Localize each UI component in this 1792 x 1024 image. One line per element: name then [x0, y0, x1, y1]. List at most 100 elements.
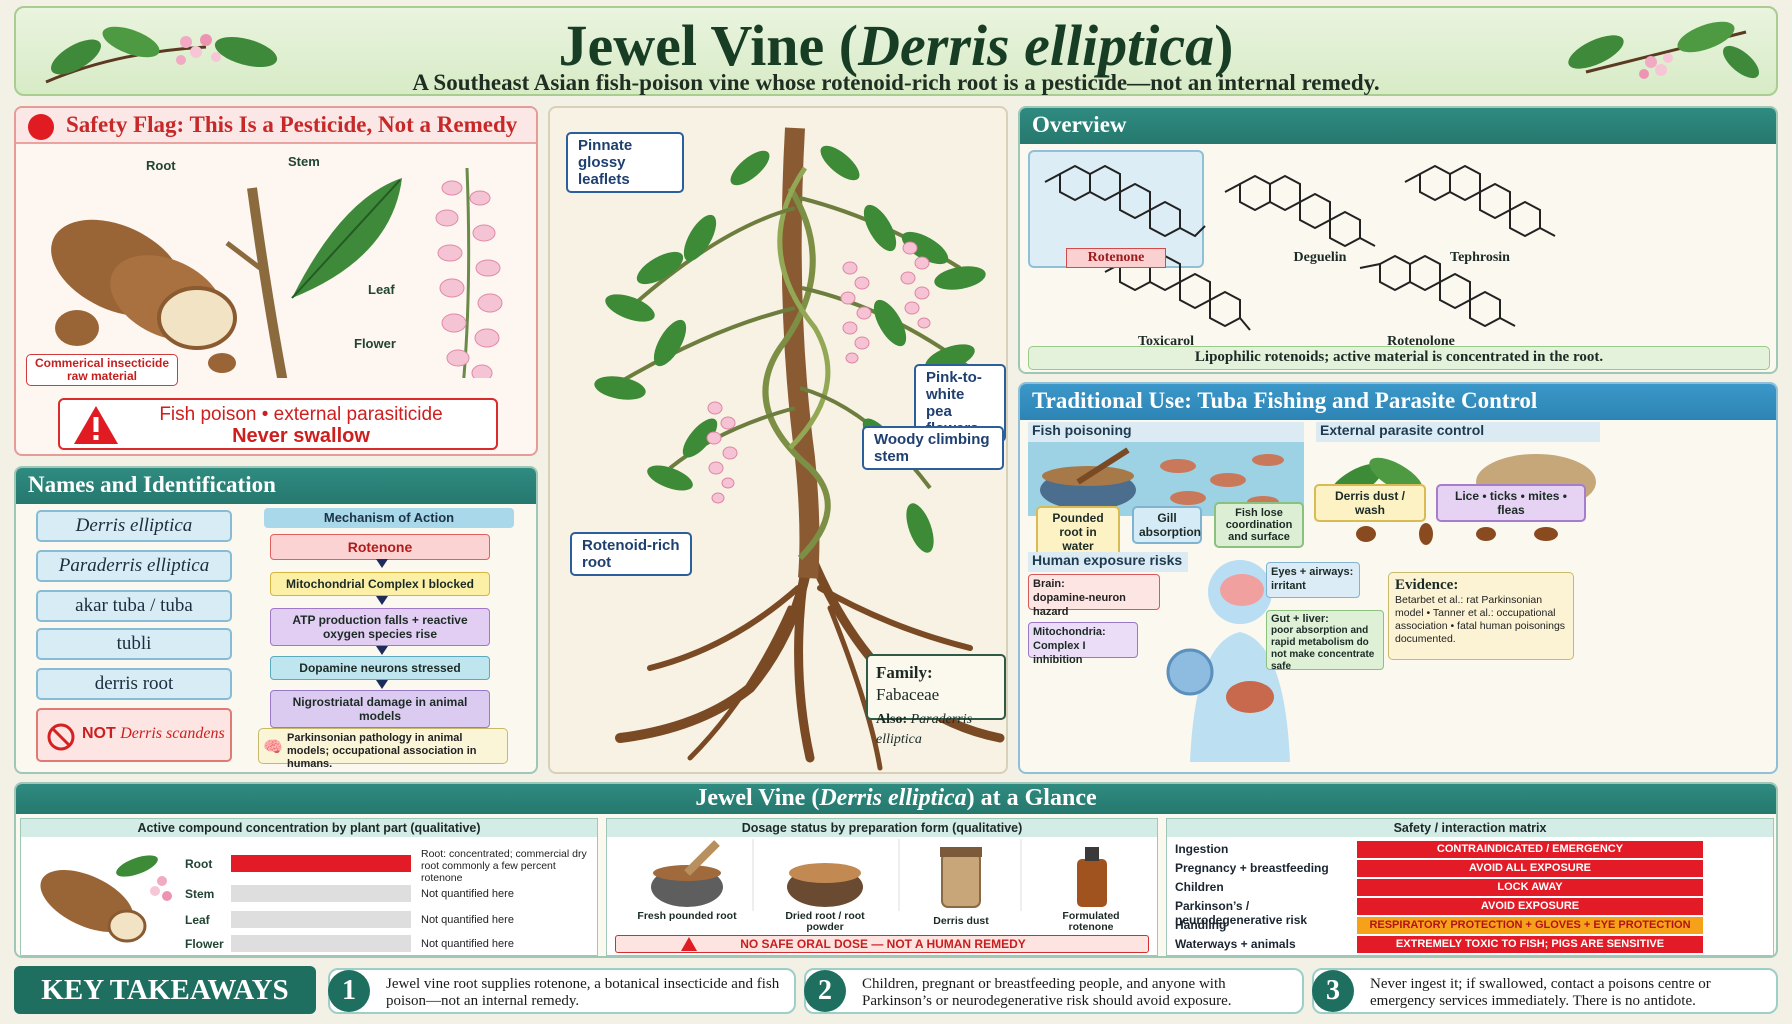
red-dot-icon	[28, 114, 54, 140]
safety-flag-title: Safety Flag: This Is a Pesticide, Not a …	[16, 108, 536, 144]
part-label: Flower	[185, 937, 224, 951]
compound-toxicarol: Toxicarol	[1137, 334, 1194, 349]
label-leaf: Leaf	[368, 282, 395, 297]
concentration-bar-leaf	[231, 911, 411, 928]
fish-step-gill-absorption: Gill absorption	[1132, 506, 1202, 544]
plant-illustration-panel: Pinnate glossy leaflets Pink-to-white pe…	[548, 106, 1008, 774]
family-box: Family: Fabaceae Also: Paraderris ellipt…	[866, 654, 1006, 747]
warning-triangle-icon	[74, 406, 118, 444]
not-derris-scandens-box: NOT Derris scandens	[36, 708, 232, 762]
takeaway-item: 2 Children, pregnant or breastfeeding pe…	[804, 968, 1304, 1014]
traditional-use-panel: Traditional Use: Tuba Fishing and Parasi…	[1018, 382, 1778, 774]
jewel-vine-illustration	[594, 127, 1005, 771]
matrix-row-label: Handling	[1175, 918, 1227, 932]
mechanism-step-nigrostriatal: Nigrostriatal damage in animal models	[270, 690, 490, 728]
mechanism-step-atp: ATP production falls + reactive oxygen s…	[270, 608, 490, 646]
human-exposure-title: Human exposure risks	[1028, 552, 1188, 572]
preparation-forms-illustration	[651, 839, 1107, 911]
part-label: Stem	[185, 887, 215, 901]
form-label: Fresh pounded root	[637, 910, 737, 922]
part-label: Leaf	[185, 913, 210, 927]
form-label: Derris dust	[933, 915, 989, 927]
dosage-title: Dosage status by preparation form (quali…	[607, 819, 1157, 837]
compound-rotenolone: Rotenolone	[1387, 334, 1455, 349]
concentration-bar-stem	[231, 885, 411, 902]
overview-title: Overview	[1020, 108, 1776, 144]
safety-flag-panel: Safety Flag: This Is a Pesticide, Not a …	[14, 106, 538, 456]
prohibited-icon	[47, 723, 75, 751]
rotenoid-structures	[1044, 164, 1556, 331]
fish-poisoning-title: Fish poisoning	[1028, 422, 1304, 442]
form-label: Dried root / root powder	[785, 910, 865, 933]
concentration-note: Not quantified here	[421, 938, 514, 950]
mechanism-title: Mechanism of Action	[264, 508, 514, 528]
concentration-note: Not quantified here	[421, 914, 514, 926]
takeaway-number: 2	[804, 970, 846, 1012]
mechanism-step-rotenone: Rotenone	[270, 534, 490, 560]
mechanism-step-complex-i: Mitochondrial Complex I blocked	[270, 572, 490, 596]
brain-icon: 🧠	[263, 739, 283, 756]
no-safe-dose-banner: NO SAFE ORAL DOSE — NOT A HUMAN REMEDY	[615, 935, 1149, 953]
names-panel: Names and Identification Derris elliptic…	[14, 466, 538, 774]
callout-stem: Woody climbing stem	[862, 426, 1004, 470]
name-item: akar tuba / tuba	[36, 590, 232, 622]
safety-matrix-section: Safety / interaction matrix Ingestion CON…	[1166, 818, 1774, 956]
key-takeaways-bar: KEY TAKEAWAYS 1 Jewel vine root supplies…	[14, 966, 1778, 1018]
takeaway-item: 1 Jewel vine root supplies rotenone, a b…	[328, 968, 796, 1014]
raw-material-tag: Commerical insecticide raw material	[26, 354, 178, 386]
concentration-bar-flower	[231, 935, 411, 952]
names-title: Names and Identification	[16, 468, 536, 504]
concentration-note: Root: concentrated; commercial dry root …	[421, 848, 587, 884]
brain-risk-box: Brain:dopamine-neuron hazard	[1028, 574, 1160, 618]
matrix-row-label: Children	[1175, 880, 1224, 894]
human-body-illustration	[1166, 560, 1290, 762]
matrix-row-label: Ingestion	[1175, 842, 1229, 856]
name-item: derris root	[36, 668, 232, 700]
form-label: Formulated rotenone	[1062, 910, 1120, 933]
traditional-use-title: Traditional Use: Tuba Fishing and Parasi…	[1020, 384, 1776, 420]
concentration-section: Active compound concentration by plant p…	[20, 818, 598, 956]
warning-line-2: Never swallow	[232, 425, 370, 447]
plant-parts-illustration	[51, 167, 503, 378]
arrow-down-icon	[376, 559, 388, 568]
mitochondria-risk-box: Mitochondria:Complex I inhibition	[1028, 622, 1138, 666]
evidence-box: Evidence: Betarbet et al.: rat Parkinson…	[1388, 572, 1574, 660]
mechanism-box: Mechanism of Action Rotenone Mitochondri…	[254, 504, 530, 770]
callout-root: Rotenoid-rich root	[570, 532, 692, 576]
gut-liver-risk-box: Gut + liver:poor absorption and rapid me…	[1266, 610, 1384, 672]
key-takeaways-title: KEY TAKEAWAYS	[14, 966, 316, 1014]
at-a-glance-panel: Jewel Vine (Derris elliptica) at a Glanc…	[14, 782, 1778, 958]
takeaway-number: 1	[328, 970, 370, 1012]
parasite-dust-chip: Derris dust / wash	[1314, 484, 1426, 522]
matrix-row-value: AVOID EXPOSURE	[1357, 898, 1703, 915]
compound-deguelin: Deguelin	[1293, 250, 1347, 265]
matrix-row-label: Parkinson’s / neurodegenerative risk	[1175, 899, 1308, 927]
page-subtitle: A Southeast Asian fish-poison vine whose…	[412, 70, 1380, 95]
parasite-targets-chip: Lice • ticks • mites • fleas	[1436, 484, 1586, 522]
label-root: Root	[146, 158, 176, 173]
warning-triangle-icon	[681, 937, 697, 951]
page-title: Jewel Vine (Derris elliptica)	[558, 13, 1234, 78]
leaf-branch-icon	[45, 26, 278, 84]
matrix-row-value: RESPIRATORY PROTECTION + GLOVES + EYE PR…	[1357, 917, 1703, 934]
eyes-risk-box: Eyes + airways:irritant	[1266, 562, 1360, 598]
overview-panel: Overview	[1018, 106, 1778, 374]
matrix-row-value: AVOID ALL EXPOSURE	[1357, 860, 1703, 877]
leaf-branch-icon	[1568, 21, 1760, 79]
warning-box: Fish poison • external parasiticide Neve…	[58, 398, 498, 450]
takeaway-number: 3	[1312, 970, 1354, 1012]
takeaway-item: 3 Never ingest it; if swallowed, contact…	[1312, 968, 1778, 1014]
parasite-control-title: External parasite control	[1316, 422, 1600, 442]
matrix-title: Safety / interaction matrix	[1167, 819, 1773, 837]
matrix-row-label: Waterways + animals	[1175, 937, 1296, 951]
root-illustration	[40, 855, 172, 943]
arrow-down-icon	[376, 596, 388, 605]
header-banner: Jewel Vine (Derris elliptica) A Southeas…	[14, 6, 1778, 96]
matrix-row-value: EXTREMELY TOXIC TO FISH; PIGS ARE SENSIT…	[1357, 936, 1703, 953]
matrix-row-value: CONTRAINDICATED / EMERGENCY	[1357, 841, 1703, 858]
warning-line-1: Fish poison • external parasiticide	[159, 404, 443, 425]
name-item: tubli	[36, 628, 232, 660]
compound-tephrosin: Tephrosin	[1450, 250, 1510, 265]
arrow-down-icon	[376, 680, 388, 689]
concentration-bar-root	[231, 855, 411, 872]
